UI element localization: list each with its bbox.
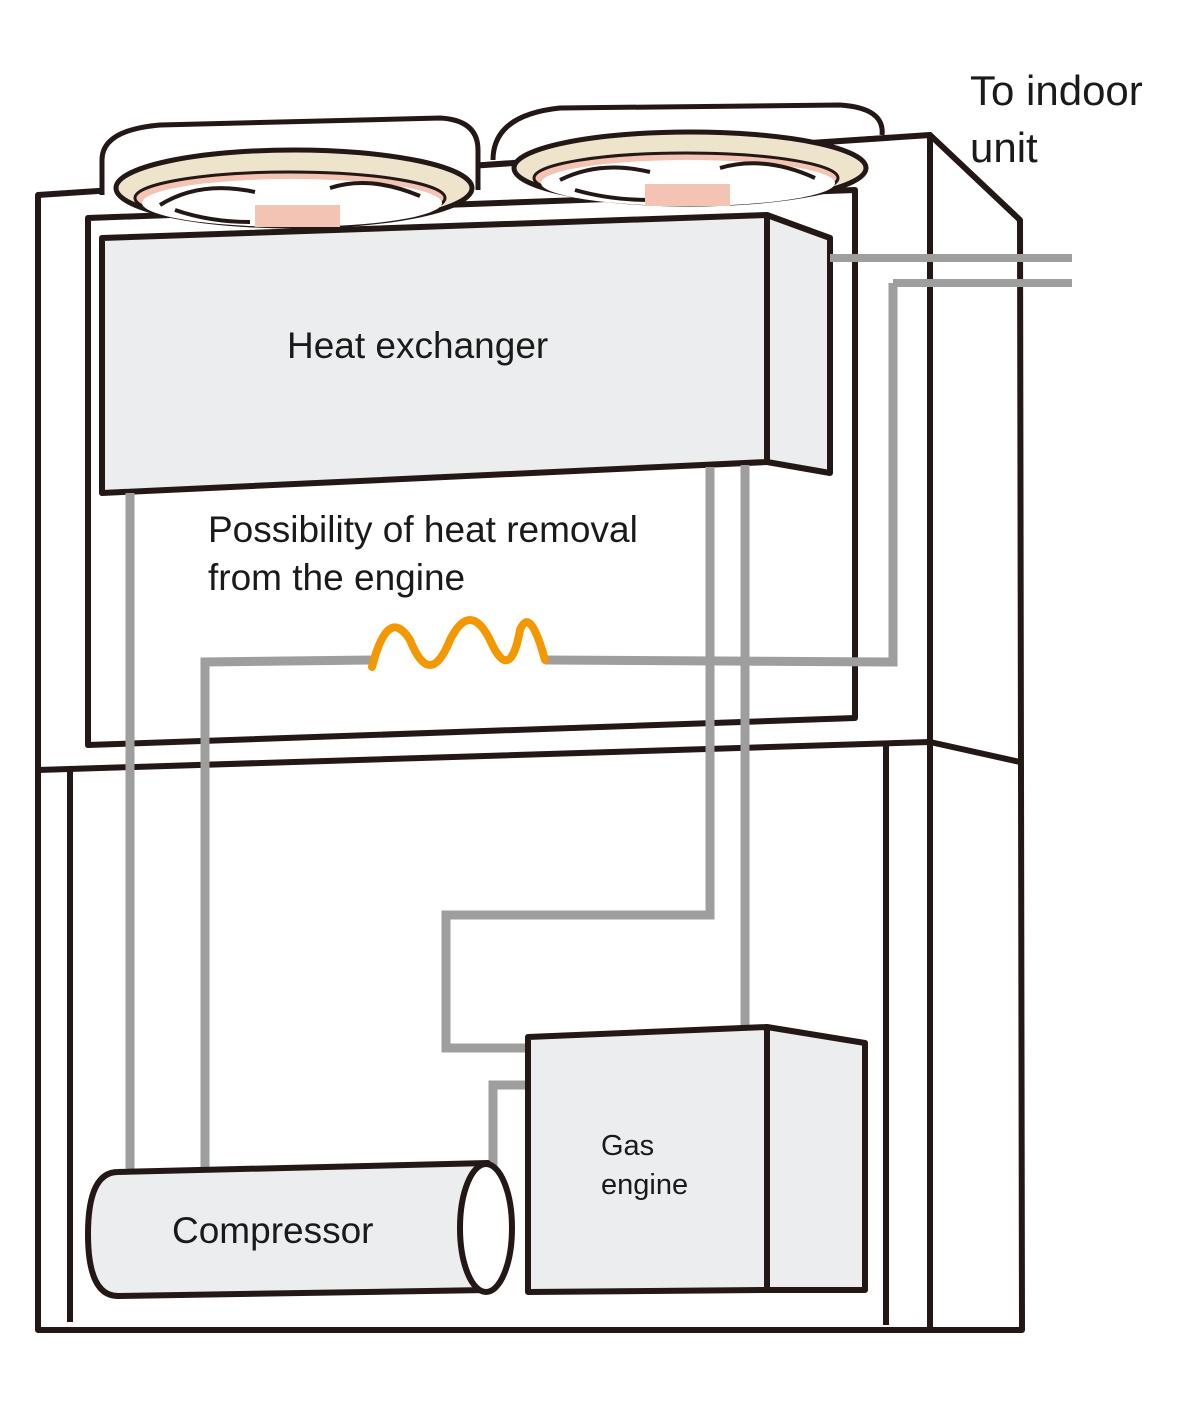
- to-indoor-label-line2: unit: [970, 124, 1038, 171]
- cabinet-divider: [37, 739, 1021, 773]
- pipe-coil-right: [544, 283, 898, 667]
- gas-engine: [525, 1024, 868, 1295]
- heat-exchanger-side: [764, 212, 833, 476]
- fan-right: [490, 102, 885, 207]
- compressor-label: Compressor: [172, 1210, 374, 1251]
- heat-exchanger-label: Heat exchanger: [287, 325, 548, 366]
- pipe-hx-engine-a: [441, 467, 715, 1053]
- gas-engine-label-line2: engine: [601, 1169, 688, 1201]
- pipe-coil-left: [200, 655, 373, 1168]
- cabinet-side: [927, 132, 1025, 1333]
- to-indoor-label-line1: To indoor: [970, 67, 1143, 114]
- gas-engine-label-line1: Gas: [601, 1130, 654, 1162]
- heat-removal-label-line1: Possibility of heat removal: [208, 509, 638, 550]
- pipe-engine-compressor: [488, 1080, 528, 1170]
- compressor: [85, 1160, 515, 1299]
- heat-coil: [368, 616, 549, 671]
- fan-left: [99, 115, 481, 229]
- heat-removal-label-line2: from the engine: [208, 557, 465, 598]
